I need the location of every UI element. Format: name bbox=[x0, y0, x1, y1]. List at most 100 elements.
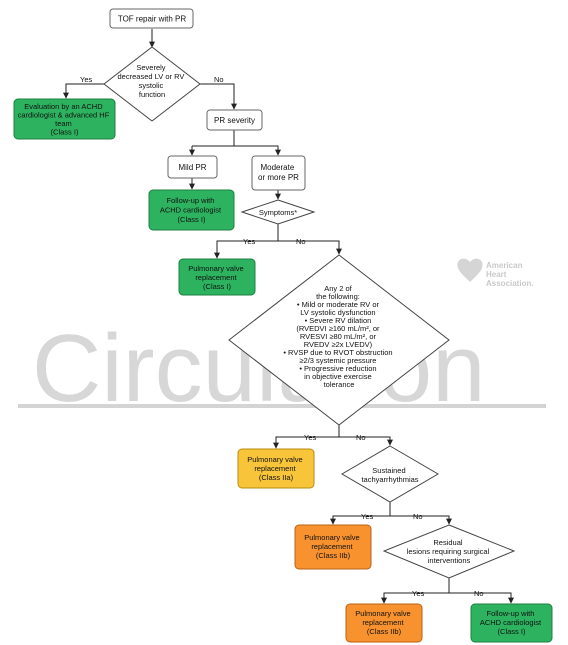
svg-text:Symptoms*: Symptoms* bbox=[259, 208, 297, 217]
node-pr-severity-line: PR severity bbox=[214, 116, 255, 125]
node-start-line: TOF repair with PR bbox=[118, 15, 187, 24]
node-pr-severity: PR severity bbox=[206, 109, 263, 131]
node-pvr-class2b-2-line: replacement bbox=[362, 618, 404, 627]
node-pvr-class2b-1-line: replacement bbox=[311, 542, 353, 551]
node-pvr-class1: Pulmonary valve replacement (Class I) bbox=[178, 258, 256, 296]
svg-text:PR severity: PR severity bbox=[214, 116, 255, 125]
criteria-line: • Progressive reduction bbox=[299, 364, 376, 373]
node-pvr-class2a-line: replacement bbox=[254, 464, 296, 473]
svg-text:Mild PR: Mild PR bbox=[178, 163, 206, 172]
criteria-line: the following: bbox=[316, 292, 360, 301]
edge-yes-severe: Yes bbox=[80, 75, 92, 84]
node-followup-achd-1: Follow-up with ACHD cardiologist (Class … bbox=[148, 189, 235, 231]
svg-text:Pulmonary valve replacem: Pulmonary valve replacement (Class IIb) bbox=[304, 533, 362, 560]
edge-yes-residual: Yes bbox=[412, 589, 424, 598]
criteria-line: • Severe RV dilation bbox=[305, 316, 372, 325]
decision-severe-function: Severely decreased LV or RV systolic fun… bbox=[103, 46, 201, 122]
criteria-line: LV systolic dysfunction bbox=[300, 308, 375, 317]
node-achd-hf-line: (Class I) bbox=[51, 128, 79, 137]
edge-yes-symptoms: Yes bbox=[243, 237, 255, 246]
decision-severe-line: Severely bbox=[136, 63, 165, 72]
node-pvr-class1-line: replacement bbox=[195, 273, 237, 282]
edge-no-severe: No bbox=[214, 75, 224, 84]
svg-text:Pulmonary valve replacem: Pulmonary valve replacement (Class IIb) bbox=[355, 609, 413, 636]
node-followup2-line: Follow-up with bbox=[486, 609, 534, 618]
svg-text:Moderate or more PR: Moderate or more PR bbox=[258, 163, 299, 182]
node-followup1-line: (Class I) bbox=[178, 215, 206, 224]
node-pvr-class2b-2-line: Pulmonary valve bbox=[355, 609, 410, 618]
node-achd-hf-evaluation: Evaluation by an ACHD cardiologist & adv… bbox=[13, 98, 116, 140]
decision-severe-line: systolic bbox=[139, 81, 164, 90]
decision-residual-line: lesions requiring surgical bbox=[407, 547, 490, 556]
aha-logo: American Heart Association. bbox=[457, 258, 534, 288]
node-followup2-line: (Class I) bbox=[498, 627, 526, 636]
edge-no-tachy: No bbox=[413, 512, 423, 521]
edge-no-residual: No bbox=[474, 589, 484, 598]
watermark-underline bbox=[18, 404, 546, 408]
criteria-line: RVEDV ≥2x LVEDV) bbox=[304, 340, 373, 349]
node-pvr-class2b-1-line: Pulmonary valve bbox=[304, 533, 359, 542]
aha-logo-line3: Association. bbox=[486, 279, 534, 288]
criteria-line: tolerance bbox=[324, 380, 355, 389]
edge-yes-tachy: Yes bbox=[361, 512, 373, 521]
node-pvr-class1-line: Pulmonary valve bbox=[188, 264, 243, 273]
node-moderate-pr-line: or more PR bbox=[258, 173, 299, 182]
connectors bbox=[63, 29, 514, 604]
decision-tachyarrhythmias: Sustained tachyarrhythmias bbox=[341, 445, 439, 503]
decision-tachy-line: tachyarrhythmias bbox=[361, 475, 418, 484]
decision-severe-line: decreased LV or RV bbox=[118, 72, 185, 81]
node-pvr-class2a-line: Pulmonary valve bbox=[247, 455, 302, 464]
node-followup1-line: ACHD cardiologist bbox=[160, 206, 222, 215]
aha-logo-line2: Heart bbox=[486, 270, 507, 279]
aha-logo-line1: American bbox=[486, 261, 523, 270]
edge-no-criteria: No bbox=[356, 433, 366, 442]
criteria-line: • RVSP due to RVOT obstruction bbox=[283, 348, 392, 357]
edge-yes-criteria: Yes bbox=[304, 433, 316, 442]
svg-text:Residual lesions requiri: Residual lesions requiring surgical inte… bbox=[407, 538, 492, 565]
node-start: TOF repair with PR bbox=[109, 8, 194, 29]
node-pvr-class2b-1: Pulmonary valve replacement (Class IIb) bbox=[294, 524, 372, 570]
decision-residual-line: interventions bbox=[428, 556, 471, 565]
decision-severe-line: function bbox=[139, 90, 165, 99]
node-pvr-class2b-2: Pulmonary valve replacement (Class IIb) bbox=[345, 603, 423, 643]
node-followup-achd-2: Follow-up with ACHD cardiologist (Class … bbox=[470, 603, 553, 643]
node-pvr-class2a: Pulmonary valve replacement (Class IIa) bbox=[237, 448, 315, 489]
node-pvr-class2a-line: (Class IIa) bbox=[259, 473, 294, 482]
svg-text:Sustained tachyarrhythmi: Sustained tachyarrhythmias bbox=[361, 466, 418, 484]
svg-text:Follow-up with ACHD card: Follow-up with ACHD cardiologist (Class … bbox=[160, 196, 223, 224]
edge-no-symptoms: No bbox=[296, 237, 306, 246]
node-moderate-pr: Moderate or more PR bbox=[251, 155, 306, 191]
svg-text:Follow-up with ACHD card: Follow-up with ACHD cardiologist (Class … bbox=[480, 609, 543, 636]
svg-text:TOF repair with PR: TOF repair with PR bbox=[118, 15, 187, 24]
node-pvr-class2b-1-line: (Class IIb) bbox=[316, 551, 351, 560]
node-pvr-class2b-2-line: (Class IIb) bbox=[367, 627, 402, 636]
node-mild-pr: Mild PR bbox=[167, 155, 218, 179]
svg-text:Pulmonary valve replacem: Pulmonary valve replacement (Class IIa) bbox=[247, 455, 305, 482]
node-mild-pr-line: Mild PR bbox=[178, 163, 206, 172]
node-followup2-line: ACHD cardiologist bbox=[480, 618, 542, 627]
node-achd-hf-line: team bbox=[55, 119, 72, 128]
decision-residual-lesions: Residual lesions requiring surgical inte… bbox=[382, 524, 516, 579]
criteria-line: in objective exercise bbox=[304, 372, 372, 381]
criteria-line: Any 2 of bbox=[324, 284, 352, 293]
decision-tachy-line: Sustained bbox=[372, 466, 405, 475]
criteria-line: (RVEDVI ≥160 mL/m², or bbox=[296, 324, 380, 333]
criteria-line: ≥2/3 systemic pressure bbox=[299, 356, 376, 365]
heart-torch-icon bbox=[457, 258, 483, 282]
node-achd-hf-line: Evaluation by an ACHD bbox=[24, 102, 103, 111]
svg-text:Pulmonary valve replacem: Pulmonary valve replacement (Class I) bbox=[188, 264, 246, 291]
svg-text:Severely decreased LV or: Severely decreased LV or RV systolic fun… bbox=[118, 63, 187, 99]
node-moderate-pr-line: Moderate bbox=[260, 163, 294, 172]
svg-text:Any 2 of the following:: Any 2 of the following: • Mild or modera… bbox=[283, 284, 394, 389]
decision-residual-line: Residual bbox=[433, 538, 463, 547]
node-achd-hf-line: cardiologist & advanced HF bbox=[18, 111, 110, 120]
criteria-line: • Mild or moderate RV or bbox=[297, 300, 380, 309]
decision-criteria: Any 2 of the following: • Mild or modera… bbox=[228, 254, 450, 426]
decision-symptoms: Symptoms* bbox=[240, 199, 316, 225]
decision-symptoms-line: Symptoms* bbox=[259, 208, 297, 217]
svg-text:Evaluation by an ACHD ca: Evaluation by an ACHD cardiologist & adv… bbox=[18, 102, 112, 137]
node-pvr-class1-line: (Class I) bbox=[203, 282, 231, 291]
node-followup1-line: Follow-up with bbox=[166, 196, 214, 205]
criteria-line: RVESVI ≥80 mL/m², or bbox=[300, 332, 377, 341]
